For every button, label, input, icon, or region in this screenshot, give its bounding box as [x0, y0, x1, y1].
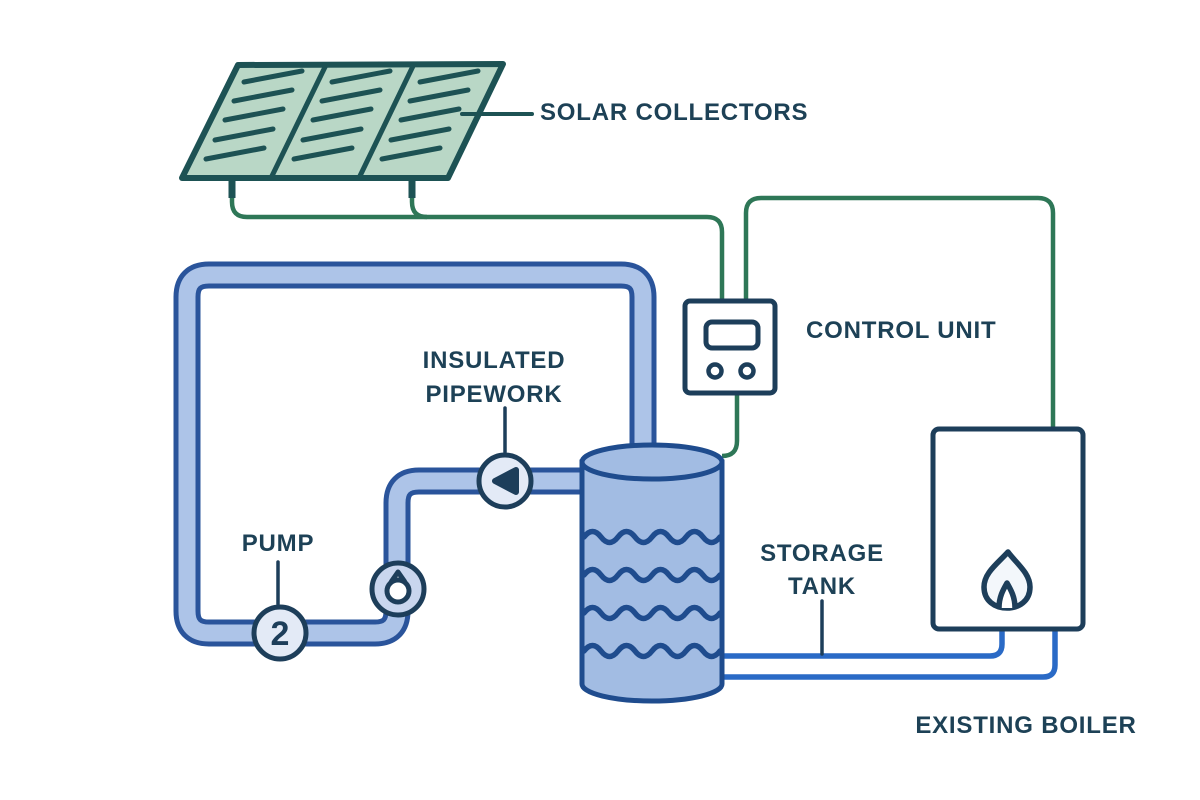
pump-label: PUMP	[241, 530, 315, 557]
control-wires	[229, 176, 1056, 459]
panel-dividers	[268, 62, 417, 180]
water-waves-icon	[581, 528, 723, 660]
solar-collectors-label: SOLAR COLLECTORS	[540, 99, 809, 126]
panel-hatch-lines	[203, 68, 481, 162]
tank-boiler-pipes	[714, 627, 1058, 680]
insulated-pipework-label-line1: INSULATED	[422, 347, 566, 374]
existing-boiler-label: EXISTING BOILER	[915, 712, 1137, 739]
boiler-return-pipe	[714, 627, 1058, 680]
insulated-pipework-label: INSULATED PIPEWORK	[423, 344, 566, 412]
storage-tank	[579, 442, 725, 704]
leader-lines	[276, 112, 824, 656]
boiler-flow-pipe	[714, 627, 1005, 659]
storage-tank-label-line2: TANK	[787, 573, 857, 600]
collector-right-leg-wire	[409, 176, 428, 220]
control-to-boiler-wire	[743, 195, 1056, 427]
collector-to-control-wire	[229, 176, 725, 299]
control-to-tank-sensor-wire	[721, 395, 740, 459]
flow-direction-valve-icon	[476, 452, 534, 510]
solar-collectors	[179, 61, 506, 181]
control-unit-label: CONTROL UNIT	[806, 317, 997, 344]
control-unit-buttons-icon	[706, 362, 756, 380]
storage-tank-label-line1: STORAGE	[760, 540, 884, 567]
storage-tank-label: STORAGE TANK	[760, 537, 884, 603]
pump-icon	[369, 560, 427, 618]
pump-number: 2	[271, 615, 290, 653]
control-unit	[682, 298, 778, 396]
pump-number-badge: 2	[251, 604, 309, 662]
insulated-pipework-loop	[173, 261, 657, 647]
flame-icon	[981, 549, 1033, 611]
insulated-pipework-label-line2: PIPEWORK	[425, 381, 563, 408]
existing-boiler	[930, 426, 1086, 632]
control-unit-display-icon	[703, 319, 761, 351]
